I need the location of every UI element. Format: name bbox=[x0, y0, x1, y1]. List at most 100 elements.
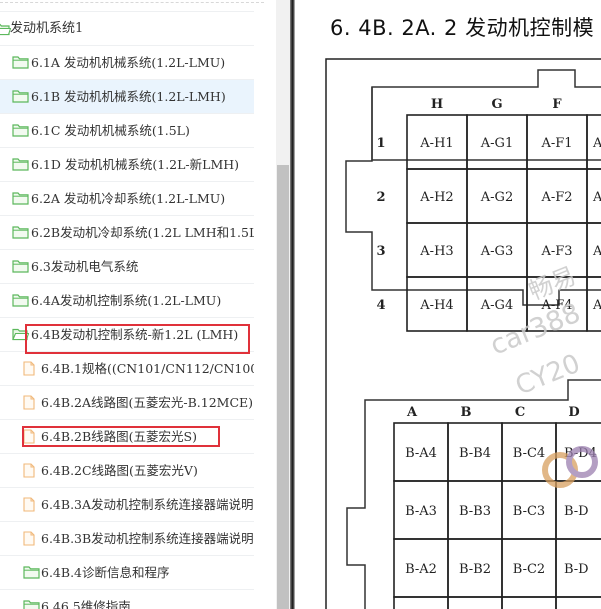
row-header: 1 bbox=[376, 136, 385, 151]
column-header: A bbox=[406, 405, 418, 420]
pin-label: A-G3 bbox=[480, 244, 513, 259]
file-icon bbox=[23, 429, 35, 444]
tree-item[interactable]: 6.4B.2C线路图(五菱宏光V) bbox=[0, 454, 254, 488]
svg-text:A: A bbox=[592, 190, 601, 205]
pin-label: B-C2 bbox=[513, 562, 545, 577]
tree-item-label: 6.4B.3B发动机控制系统连接器端说明(CN bbox=[41, 531, 254, 546]
tree-item[interactable]: 6.1A 发动机机械系统(1.2L-LMU) bbox=[0, 46, 254, 80]
tree-item[interactable]: 6.46.5维修指南 bbox=[0, 590, 254, 609]
pin-label: B-A2 bbox=[405, 562, 437, 577]
column-header: F bbox=[552, 97, 562, 112]
pin-label: A-G4 bbox=[480, 298, 513, 313]
top-divider bbox=[0, 2, 264, 3]
pin-label: A-F2 bbox=[540, 190, 572, 205]
column-header: B bbox=[461, 405, 472, 420]
file-icon bbox=[23, 361, 35, 376]
sidebar-scrollbar[interactable] bbox=[276, 0, 290, 609]
tree-item[interactable]: 6.4B.3A发动机控制系统连接器端说明(CN bbox=[0, 488, 254, 522]
pin-label: B-A3 bbox=[405, 504, 437, 519]
tree-item[interactable]: 6.4B.3B发动机控制系统连接器端说明(CN bbox=[0, 522, 254, 556]
scrollbar-thumb[interactable] bbox=[277, 165, 289, 609]
pin-label: A-H3 bbox=[419, 244, 453, 259]
tree-item[interactable]: 发动机系统1 bbox=[0, 11, 254, 46]
pin-label: A-G1 bbox=[480, 136, 513, 151]
pane-splitter[interactable] bbox=[290, 0, 295, 609]
pin-label: A-F4 bbox=[540, 298, 572, 313]
pin-label: B-D bbox=[564, 562, 589, 577]
pin-label: B-B2 bbox=[459, 562, 491, 577]
tree-item[interactable]: 6.4B发动机控制系统-新1.2L (LMH) bbox=[0, 318, 254, 352]
folder-icon bbox=[12, 225, 29, 239]
file-icon bbox=[23, 497, 35, 512]
pin-label: A-F3 bbox=[540, 244, 572, 259]
pin-label: B-B4 bbox=[459, 446, 491, 461]
tree-item[interactable]: 6.4B.2B线路图(五菱宏光S) bbox=[0, 420, 254, 454]
pin-label: A-F1 bbox=[540, 136, 572, 151]
column-header: H bbox=[431, 97, 443, 112]
pin-cell bbox=[447, 596, 503, 609]
tree-item-label: 发动机系统1 bbox=[10, 21, 84, 36]
tree-item-label: 6.1D 发动机机械系统(1.2L-新LMH) bbox=[31, 157, 240, 172]
tree-item[interactable]: 6.4A发动机控制系统(1.2L-LMU) bbox=[0, 284, 254, 318]
pin-label: B-B3 bbox=[459, 504, 491, 519]
tree-item-label: 6.4B.2C线路图(五菱宏光V) bbox=[41, 463, 198, 478]
tree-item[interactable]: 6.2A 发动机冷却系统(1.2L-LMU) bbox=[0, 182, 254, 216]
svg-text:A: A bbox=[592, 136, 601, 151]
folder-icon bbox=[12, 89, 29, 103]
tree-item-label: 6.4B.1规格((CN101/CN112/CN100V) bbox=[41, 361, 254, 376]
folder-icon bbox=[23, 565, 40, 579]
tree-item[interactable]: 6.4B.2A线路图(五菱宏光-B.12MCE) bbox=[0, 386, 254, 420]
tree-item-label: 6.4B.2B线路图(五菱宏光S) bbox=[41, 429, 197, 444]
folder-icon bbox=[12, 157, 29, 171]
file-icon bbox=[23, 463, 35, 478]
tree-item[interactable]: 6.4B.1规格((CN101/CN112/CN100V) bbox=[0, 352, 254, 386]
tree-item-label: 6.1B 发动机机械系统(1.2L-LMH) bbox=[31, 89, 226, 104]
pin-label: A-H4 bbox=[419, 298, 453, 313]
diagram-frame bbox=[325, 58, 601, 609]
watermark-logo bbox=[542, 446, 598, 488]
tree-item-label: 6.1A 发动机机械系统(1.2L-LMU) bbox=[31, 55, 226, 70]
folder-open-icon bbox=[0, 22, 11, 36]
column-header: C bbox=[515, 405, 525, 420]
pin-label: B-A4 bbox=[405, 446, 437, 461]
connector-b-outline bbox=[346, 379, 601, 609]
tree-item-label: 6.46.5维修指南 bbox=[41, 599, 131, 609]
tree-item[interactable]: 6.1B 发动机机械系统(1.2L-LMH) bbox=[0, 80, 254, 114]
pin-label: A-H1 bbox=[419, 136, 453, 151]
tree-item[interactable]: 6.2B发动机冷却系统(1.2L LMH和1.5L) bbox=[0, 216, 254, 250]
tree-item-label: 6.4B.3A发动机控制系统连接器端说明(CN bbox=[41, 497, 254, 512]
svg-text:A: A bbox=[592, 244, 601, 259]
pin-label: A-H2 bbox=[419, 190, 453, 205]
tree-item-label: 6.2B发动机冷却系统(1.2L LMH和1.5L) bbox=[31, 225, 254, 240]
row-header: 2 bbox=[376, 190, 385, 205]
document-tree: 发动机系统1 6.1A 发动机机械系统(1.2L-LMU) 6.1B 发动机机械系统… bbox=[0, 11, 254, 609]
tree-item-label: 6.4B.2A线路图(五菱宏光-B.12MCE) bbox=[41, 395, 254, 410]
column-header: D bbox=[568, 405, 579, 420]
pin-label: B-D bbox=[564, 504, 589, 519]
tree-item-label: 6.4B发动机控制系统-新1.2L (LMH) bbox=[31, 327, 239, 342]
folder-icon bbox=[23, 599, 40, 609]
tree-item[interactable]: 6.3发动机电气系统 bbox=[0, 250, 254, 284]
document-title: 6. 4B. 2A. 2 发动机控制模 bbox=[330, 16, 595, 40]
watermark-cy20: CY20 bbox=[511, 349, 584, 402]
pin-label: B-C3 bbox=[513, 504, 545, 519]
folder-icon bbox=[12, 123, 29, 137]
tree-item-label: 6.3发动机电气系统 bbox=[31, 259, 139, 274]
tree-item-label: 6.4B.4诊断信息和程序 bbox=[41, 565, 170, 580]
column-header: G bbox=[491, 97, 502, 112]
tree-item[interactable]: 6.1C 发动机机械系统(1.5L) bbox=[0, 114, 254, 148]
file-icon bbox=[23, 531, 35, 546]
pin-label: A-G2 bbox=[480, 190, 513, 205]
row-header: 3 bbox=[376, 244, 385, 259]
folder-icon bbox=[12, 191, 29, 205]
file-icon bbox=[23, 395, 35, 410]
pin-cell bbox=[555, 596, 601, 609]
tree-item[interactable]: 6.1D 发动机机械系统(1.2L-新LMH) bbox=[0, 148, 254, 182]
tree-item-label: 6.2A 发动机冷却系统(1.2L-LMU) bbox=[31, 191, 226, 206]
tree-item[interactable]: 6.4B.4诊断信息和程序 bbox=[0, 556, 254, 590]
folder-icon bbox=[12, 259, 29, 273]
pin-cell bbox=[501, 596, 557, 609]
